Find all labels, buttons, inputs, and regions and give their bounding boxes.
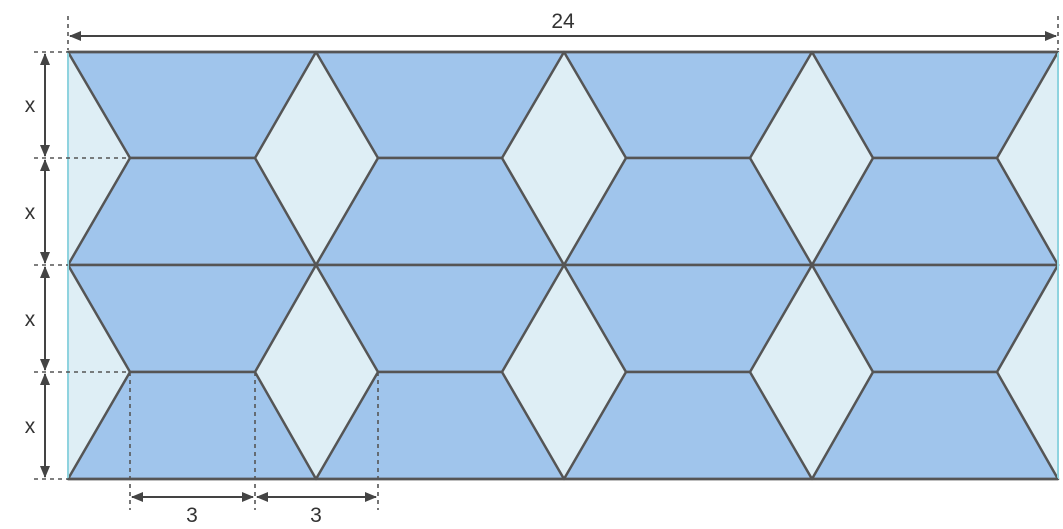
- segment-width-label: 3: [186, 504, 198, 527]
- row-height-label: x: [25, 201, 36, 224]
- row-height-label: x: [25, 308, 36, 331]
- total-width-label: 24: [551, 10, 575, 33]
- segment-width-label: 3: [310, 504, 322, 527]
- tiling-border: [67, 50, 1059, 481]
- guide-lines: [34, 16, 1059, 510]
- row-height-label: x: [25, 415, 36, 438]
- row-height-label: x: [25, 94, 36, 117]
- dimension-arrows: [40, 31, 1057, 502]
